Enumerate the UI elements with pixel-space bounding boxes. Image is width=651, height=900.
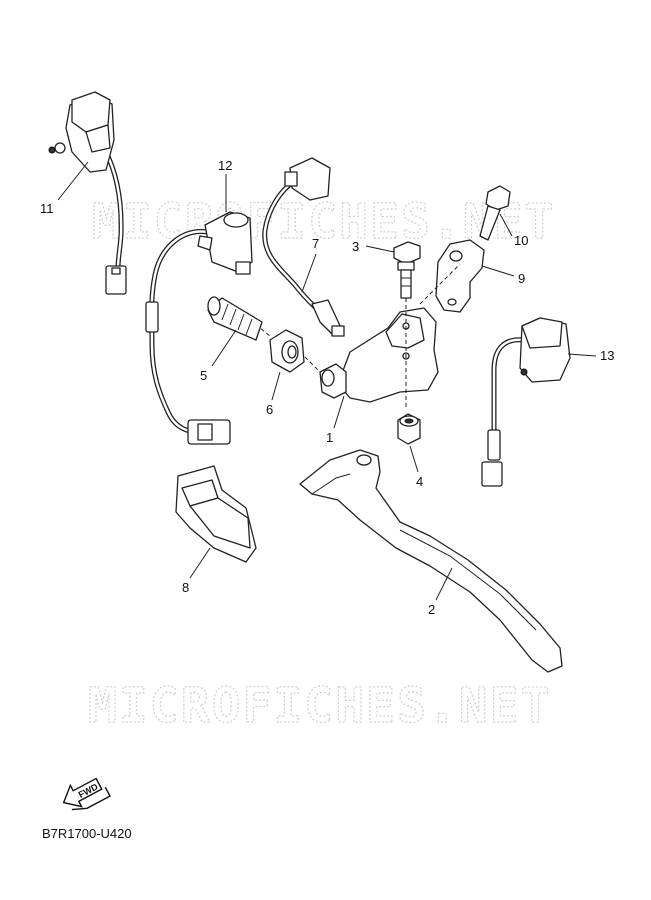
- callout-3[interactable]: 3: [352, 239, 359, 254]
- callout-6[interactable]: 6: [266, 402, 273, 417]
- callout-11[interactable]: 11: [40, 201, 54, 216]
- callout-10[interactable]: 10: [514, 233, 528, 248]
- part-10-bolt[interactable]: [479, 185, 511, 241]
- leader-10: [499, 213, 513, 237]
- leader-9: [481, 265, 515, 277]
- leader-4: [409, 445, 419, 473]
- leader-5: [211, 329, 237, 367]
- leader-13: [567, 353, 597, 357]
- part-1-bracket[interactable]: [319, 307, 439, 403]
- callout-9[interactable]: 9: [518, 271, 525, 286]
- leader-8: [189, 547, 211, 579]
- callout-8[interactable]: 8: [182, 580, 189, 595]
- watermark-top: MICROFICHES.NET: [92, 194, 555, 250]
- callout-1[interactable]: 1: [326, 430, 333, 445]
- leader-2: [435, 567, 453, 601]
- part-9-holder[interactable]: [435, 239, 485, 313]
- part-4-collar[interactable]: [397, 413, 421, 445]
- leader-11: [57, 161, 89, 201]
- callout-2[interactable]: 2: [428, 602, 435, 617]
- part-7-switch-wire[interactable]: [262, 157, 345, 337]
- callout-5[interactable]: 5: [200, 368, 207, 383]
- part-12-clutch-switch[interactable]: [145, 211, 253, 445]
- watermark-bottom: MICROFICHES.NET: [88, 678, 551, 734]
- callout-7[interactable]: 7: [312, 236, 319, 251]
- part-6-nut[interactable]: [269, 329, 305, 373]
- part-13-right-switch[interactable]: [481, 317, 571, 487]
- leader-1: [333, 395, 345, 429]
- callout-13[interactable]: 13: [600, 348, 614, 363]
- part-3-bolt[interactable]: [393, 241, 421, 299]
- part-5-adjuster[interactable]: [207, 296, 263, 341]
- part-11-left-switch[interactable]: [48, 91, 127, 295]
- callout-4[interactable]: 4: [416, 474, 423, 489]
- diagram-code: B7R1700-U420: [42, 826, 132, 841]
- callout-12[interactable]: 12: [218, 158, 232, 173]
- leader-7: [301, 253, 317, 293]
- fwd-arrow-icon: FWD: [62, 777, 111, 811]
- leader-6: [271, 371, 281, 401]
- leader-3: [365, 245, 395, 253]
- part-2-lever[interactable]: [299, 449, 563, 673]
- part-8-cover[interactable]: [175, 465, 257, 563]
